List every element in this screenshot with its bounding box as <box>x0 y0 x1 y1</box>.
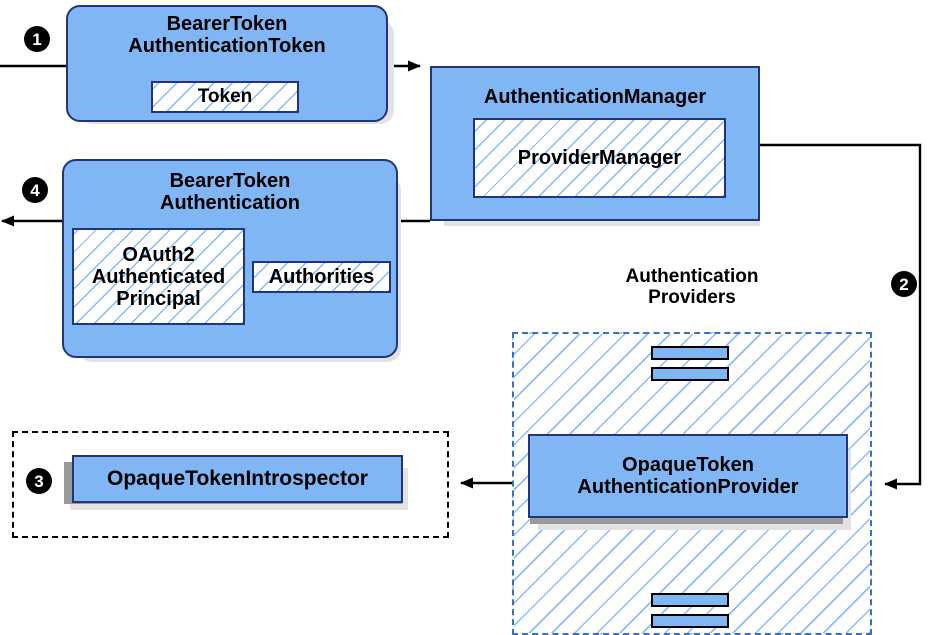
bearer-token-authentication-token[interactable]: BearerToken AuthenticationToken Token <box>66 5 388 122</box>
provider-collection-bar-top-1 <box>651 346 729 360</box>
opaque-token-introspector[interactable]: OpaqueTokenIntrospector <box>72 455 403 503</box>
step-marker-2: 2 <box>891 271 917 297</box>
bearer-token-authentication-title-line1: BearerToken <box>169 170 291 192</box>
oauth2-authenticated-principal-line2: Authenticated <box>91 265 226 288</box>
step-marker-3-label: 3 <box>34 471 44 491</box>
authorities-box[interactable]: Authorities <box>252 261 391 293</box>
token-inner-label: Token <box>197 85 253 107</box>
opaque-token-authentication-provider-title-line2: AuthenticationProvider <box>577 476 799 498</box>
provider-collection-bar-top-2 <box>651 367 729 381</box>
step-marker-4: 4 <box>22 177 48 203</box>
bearer-token-authentication-token-title-line2: AuthenticationToken <box>128 35 326 58</box>
opaque-token-authentication-provider-title-line1: OpaqueToken <box>622 453 754 476</box>
authentication-providers-heading-line1: Authentication <box>625 266 759 287</box>
opaque-token-authentication-provider[interactable]: OpaqueToken AuthenticationProvider <box>528 434 848 518</box>
provider-manager-inner-box[interactable]: ProviderManager <box>473 118 726 198</box>
step-marker-1-label: 1 <box>32 29 42 49</box>
oauth2-authenticated-principal-line3: Principal <box>116 287 201 310</box>
authentication-providers-heading-line2: Providers <box>648 287 736 309</box>
step-marker-3: 3 <box>26 468 52 494</box>
token-inner-box[interactable]: Token <box>151 81 299 113</box>
provider-collection-bar-bottom-1 <box>651 593 729 607</box>
bearer-token-authentication-title-line2: Authentication <box>160 192 300 215</box>
oauth2-authenticated-principal-box[interactable]: OAuth2 Authenticated Principal <box>72 228 245 325</box>
bearer-token-authentication[interactable]: BearerToken Authentication OAuth2 Authen… <box>62 159 398 358</box>
authorities-label: Authorities <box>268 266 375 288</box>
step-marker-4-label: 4 <box>30 180 40 200</box>
provider-manager-inner-label: ProviderManager <box>517 147 682 169</box>
authentication-manager-title: AuthenticationManager <box>483 86 707 108</box>
step-marker-2-label: 2 <box>899 274 909 294</box>
authentication-manager[interactable]: AuthenticationManager ProviderManager <box>430 66 760 221</box>
opaque-token-introspector-label: OpaqueTokenIntrospector <box>107 467 368 491</box>
authentication-providers-heading: Authentication Providers <box>562 266 822 309</box>
provider-collection-bar-bottom-2 <box>651 614 729 628</box>
step-marker-1: 1 <box>24 26 50 52</box>
oauth2-authenticated-principal-line1: OAuth2 <box>122 243 195 266</box>
bearer-token-authentication-token-title-line1: BearerToken <box>166 13 288 35</box>
